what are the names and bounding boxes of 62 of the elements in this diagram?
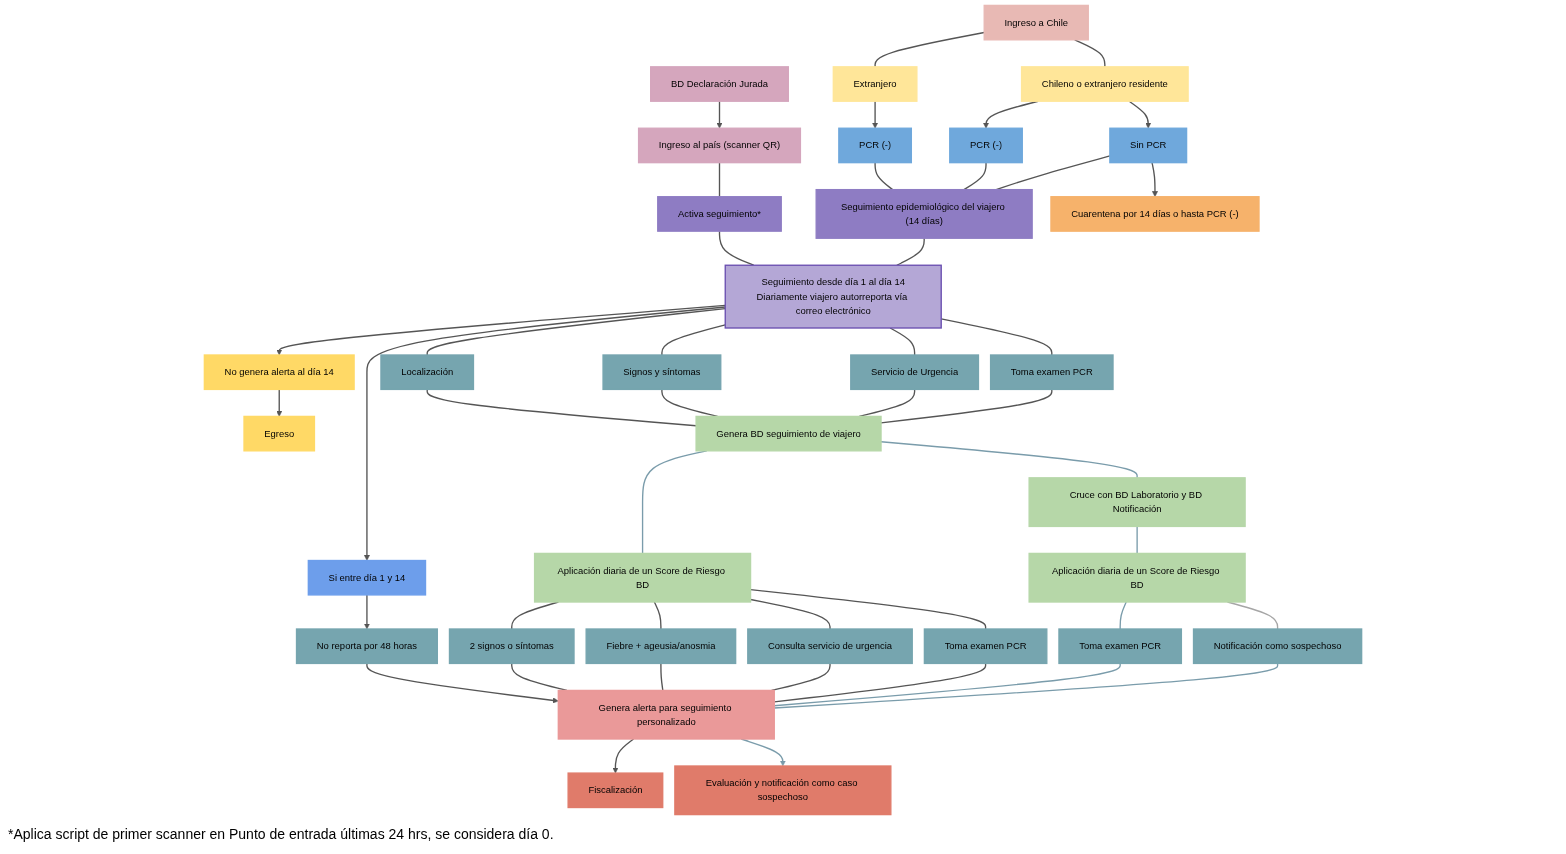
node-box: No genera alerta al día 14 [203,354,355,391]
node-box: Genera alerta para seguimiento personalizado [557,689,775,740]
arrow [276,304,726,356]
node-box: Notificación como sospechoso [1192,628,1363,665]
node-box: Servicio de Urgencia [850,354,980,391]
connector [718,161,721,198]
connector [749,588,987,630]
connector [1119,601,1127,630]
connector [661,324,726,356]
node-box: BD Declaración Jurada [650,66,789,102]
node-box: Aplicación diaria de un Score de Riesgo BD [1028,552,1246,603]
arrow [1151,161,1158,197]
node-box: Fiscalización [567,772,664,809]
node-box: Seguimiento epidemiológico del viajero (14 días) [815,188,1033,239]
node-box: Genera BD seguimiento de viajero [695,415,882,452]
node-box: Toma examen PCR [923,628,1048,665]
connector [889,327,916,356]
node-box: 2 signos o síntomas [448,628,575,665]
node-box: Sin PCR [1109,127,1188,164]
node-box: Toma examen PCR [989,354,1114,391]
connector [749,598,831,630]
arrow [363,306,726,561]
arrow [716,100,723,129]
connector [660,662,664,692]
footnote: *Aplica script de primer scanner en Punto de entrada últimas 24 hrs, se considera día 0. [8,826,554,842]
connector [426,307,726,356]
arrow [872,100,879,129]
node-box: Ingreso a Chile [983,4,1089,41]
node-box: Toma examen PCR [1058,628,1183,665]
node-box: Egreso [243,415,316,452]
node-box: No reporta por 48 horas [295,628,438,665]
connector [1136,525,1138,555]
node-box: Seguimiento desde día 1 al día 14 Diariamente viajero autorreporta vía correo electrónico [724,264,942,329]
node-box: Ingreso al país (scanner QR) [637,127,802,164]
connector [426,388,697,427]
node-box: Aplicación diaria de un Score de Riesgo BD [533,552,752,603]
connector [1074,39,1106,68]
node-box: Chileno o extranjero residente [1020,66,1189,102]
node-box: Si entre día 1 y 14 [307,559,427,596]
node-box: Activa seguimiento* [657,196,782,232]
connector [896,237,925,266]
connector [874,31,985,68]
node-box: Signos y síntomas [602,354,722,391]
connector [718,230,755,266]
arrow [612,738,635,774]
connector [874,161,894,191]
arrow [366,662,559,704]
connector [653,601,662,630]
node-box: Consulta servicio de urgencia [747,628,913,665]
node-box: Localización [380,354,475,391]
arrow [363,594,370,630]
arrow [1128,100,1152,129]
connector [963,161,987,191]
connector [770,662,831,692]
node-box: PCR (-) [949,127,1023,164]
arrow [276,388,283,417]
node-box: Evaluación y notificación como caso sospechoso [674,765,892,816]
node-box: Cruce con BD Laboratorio y BD Notificación [1028,477,1246,528]
node-box: PCR (-) [838,127,912,164]
node-box: Cuarentena por 14 días o hasta PCR (-) [1050,196,1260,232]
node-box: Extranjero [832,66,918,102]
node-box: Fiebre + ageusia/anosmia [585,628,737,665]
